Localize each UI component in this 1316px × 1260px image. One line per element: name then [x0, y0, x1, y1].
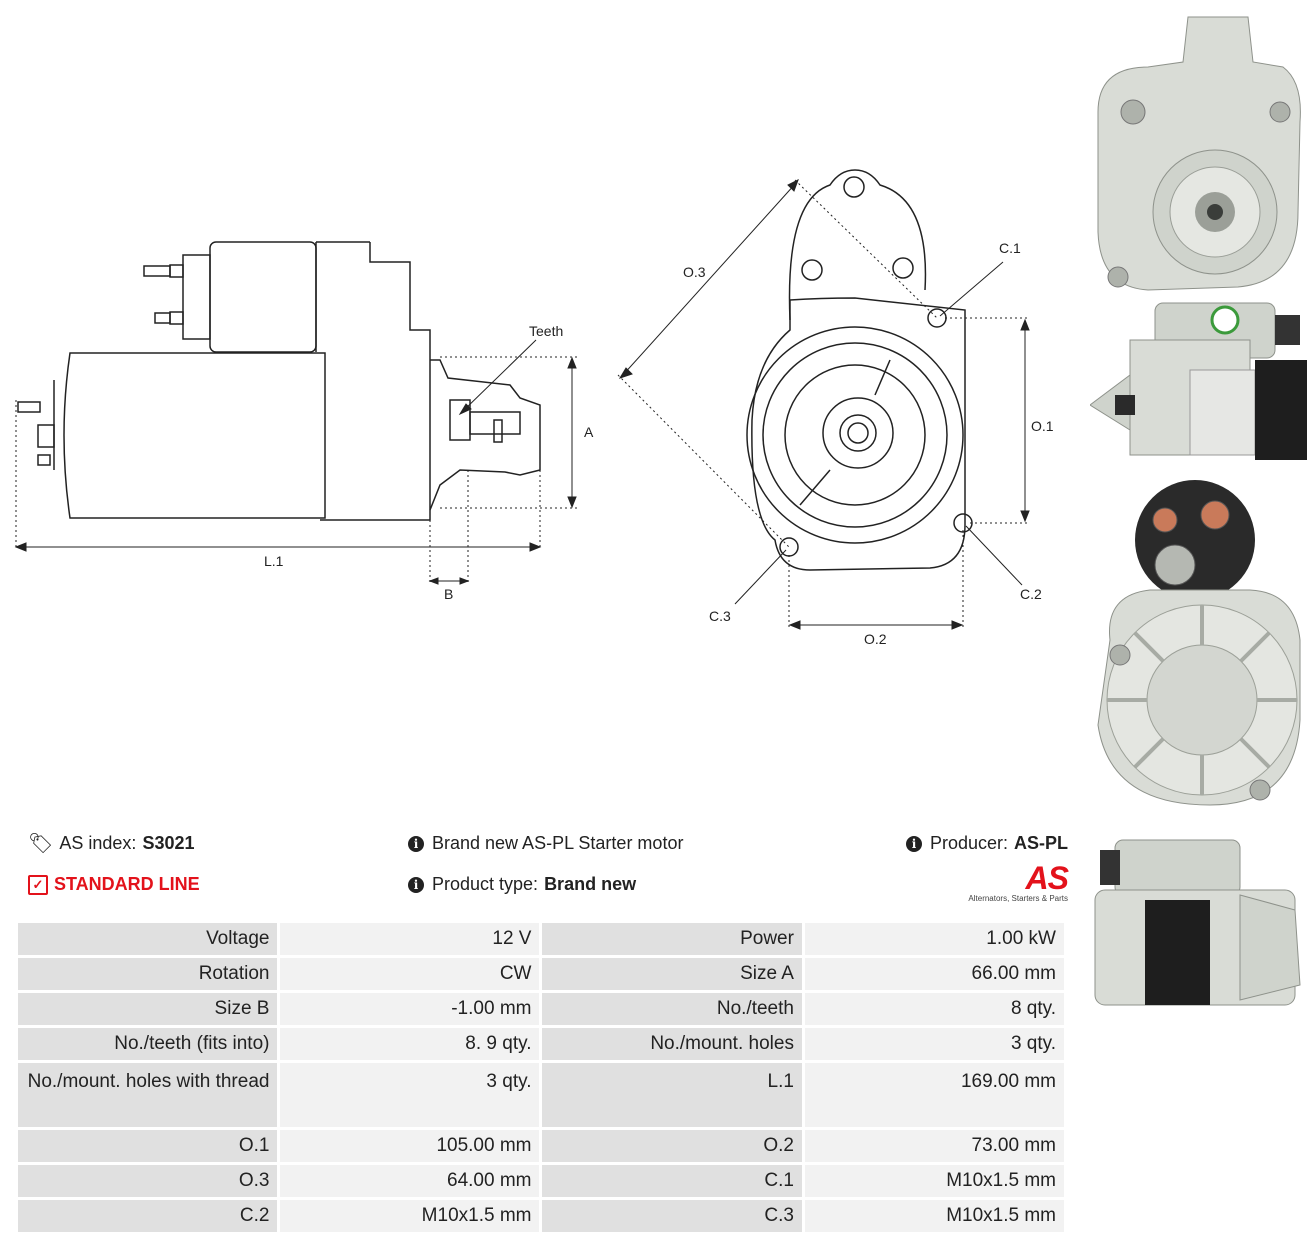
tags-icon: 🏷 — [28, 832, 54, 855]
as-index: 🏷 AS index: S3021 — [28, 833, 195, 854]
product-photo-front — [1097, 16, 1301, 291]
spec-value: CW — [280, 958, 540, 990]
spec-value: 3 qty. — [280, 1063, 540, 1127]
dim-c3-label: C.3 — [709, 608, 731, 624]
spec-value: M10x1.5 mm — [804, 1200, 1064, 1232]
dim-c1-label: C.1 — [999, 240, 1021, 256]
spec-label: No./mount. holes with thread — [18, 1063, 278, 1127]
spec-value: 8 qty. — [804, 993, 1064, 1025]
spec-label: No./teeth (fits into) — [18, 1028, 278, 1060]
spec-label: O.2 — [542, 1130, 802, 1162]
spec-label: L.1 — [542, 1063, 802, 1127]
spec-label: No./teeth — [542, 993, 802, 1025]
spec-label: No./mount. holes — [542, 1028, 802, 1060]
spec-label: Size B — [18, 993, 278, 1025]
standard-line-label: STANDARD LINE — [54, 874, 200, 894]
spec-label: Rotation — [18, 958, 278, 990]
spec-label: C.2 — [18, 1200, 278, 1232]
spec-value: 169.00 mm — [804, 1063, 1064, 1127]
info-icon: i — [408, 835, 424, 852]
product-photo-rear — [1097, 480, 1301, 806]
dim-b-label: B — [444, 586, 453, 602]
product-type-value: Brand new — [544, 874, 637, 894]
product-photo-side — [1090, 302, 1307, 460]
standard-line: ✓ STANDARD LINE — [28, 874, 200, 895]
brand-text: Brand new AS-PL Starter motor — [432, 833, 684, 853]
info-icon: i — [408, 876, 424, 893]
spec-label: Size A — [542, 958, 802, 990]
table-row: No./teeth (fits into)8. 9 qty.No./mount.… — [18, 1028, 1064, 1060]
side-view-drawing: Teeth A L.1 B — [14, 241, 594, 602]
brand-info: i Brand new AS-PL Starter motor — [408, 833, 683, 854]
spec-label: C.3 — [542, 1200, 802, 1232]
as-index-value: S3021 — [142, 833, 195, 853]
spec-value: 66.00 mm — [804, 958, 1064, 990]
product-type: i Product type: Brand new — [408, 874, 636, 895]
spec-value: 73.00 mm — [804, 1130, 1064, 1162]
spec-value: 3 qty. — [804, 1028, 1064, 1060]
as-index-label: AS index: — [59, 833, 137, 853]
dim-a-label: A — [584, 424, 594, 440]
spec-label: O.3 — [18, 1165, 278, 1197]
as-logo-mark: AS — [1025, 860, 1069, 896]
dim-o3-label: O.3 — [683, 264, 706, 280]
spec-label: C.1 — [542, 1165, 802, 1197]
spec-label: Power — [542, 923, 802, 955]
spec-value: 12 V — [280, 923, 540, 955]
product-photo-top — [1094, 839, 1301, 1006]
spec-value: 1.00 kW — [804, 923, 1064, 955]
spec-label: Voltage — [18, 923, 278, 955]
producer-label: Producer: — [930, 833, 1009, 853]
producer-value: AS-PL — [1014, 833, 1069, 853]
dim-c2-label: C.2 — [1020, 586, 1042, 602]
as-logo-tagline: Alternators, Starters & Parts — [968, 894, 1068, 903]
dim-o1-label: O.1 — [1031, 418, 1054, 434]
dim-l1-label: L.1 — [264, 553, 284, 569]
spec-value: 105.00 mm — [280, 1130, 540, 1162]
spec-value: 8. 9 qty. — [280, 1028, 540, 1060]
spec-label: O.1 — [18, 1130, 278, 1162]
producer: i Producer: AS-PL — [906, 833, 1068, 854]
spec-value: M10x1.5 mm — [280, 1200, 540, 1232]
spec-value: M10x1.5 mm — [804, 1165, 1064, 1197]
as-logo: AS Alternators, Starters & Parts — [962, 860, 1069, 903]
front-view-drawing: O.3 C.1 O.1 C.2 C.3 O.2 — [617, 169, 1054, 647]
spec-value: -1.00 mm — [280, 993, 540, 1025]
teeth-label: Teeth — [529, 323, 563, 339]
info-icon: i — [906, 835, 922, 852]
dim-o2-label: O.2 — [864, 631, 887, 647]
product-type-label: Product type: — [432, 874, 539, 894]
spec-value: 64.00 mm — [280, 1165, 540, 1197]
check-square-icon: ✓ — [28, 874, 48, 895]
